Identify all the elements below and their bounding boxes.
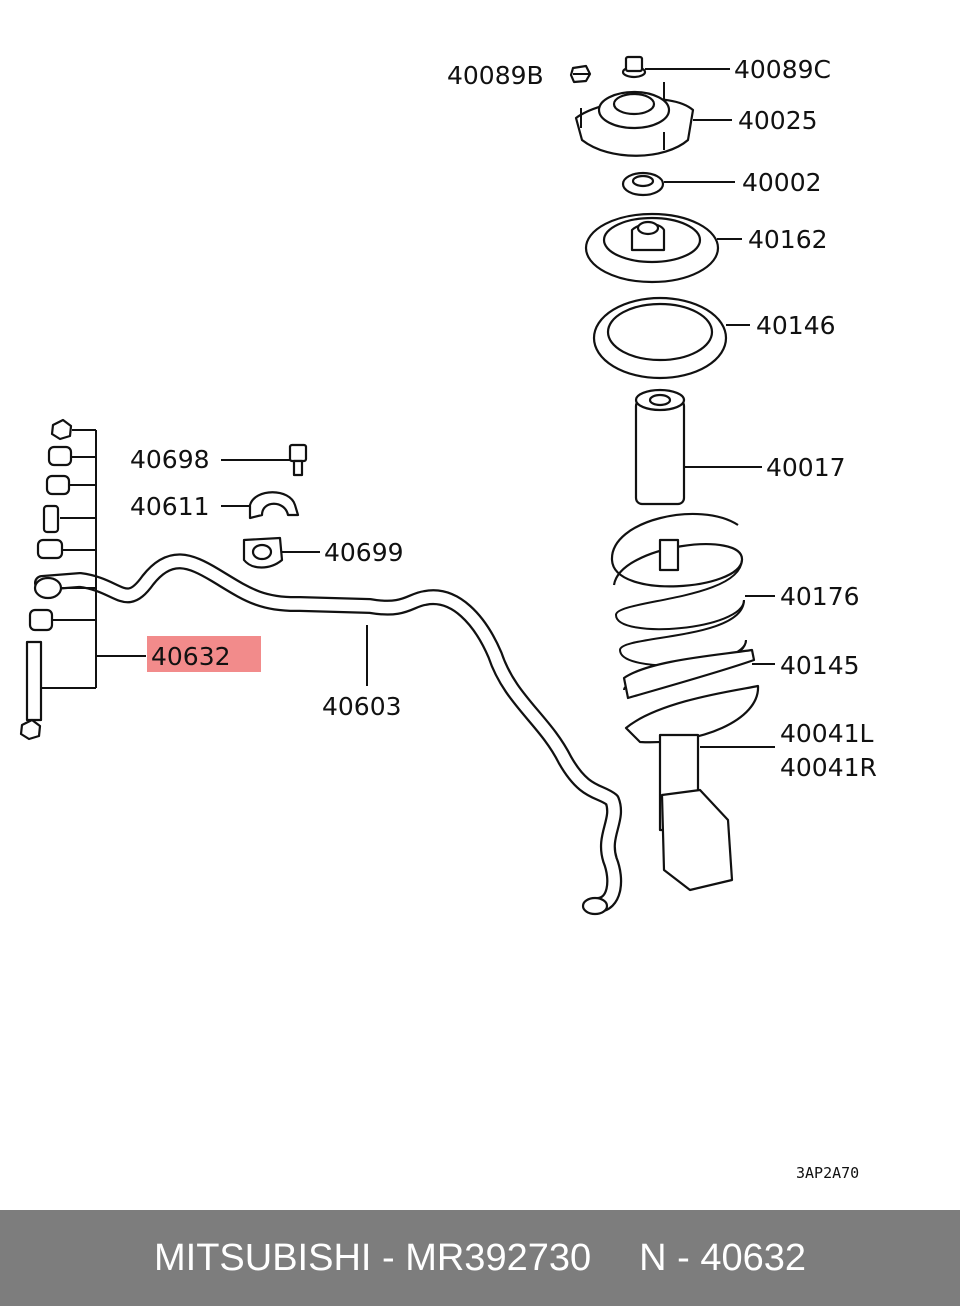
label-40162: 40162 (748, 225, 828, 254)
footer-ref: N - 40632 (639, 1236, 807, 1279)
nut-40089c-part (621, 55, 730, 79)
label-40176: 40176 (780, 582, 860, 611)
label-40002: 40002 (742, 168, 822, 197)
highlight-box-40632 (147, 636, 261, 672)
bracket-40611-part (221, 491, 300, 520)
exploded-parts-diagram: 40089B 40089C 40025 40002 40162 40146 40… (19, 55, 877, 1182)
label-40632: 40632 (151, 642, 231, 671)
label-40089b: 40089B (447, 61, 544, 90)
label-40611: 40611 (130, 492, 210, 521)
label-40145: 40145 (780, 651, 860, 680)
drawing-code: 3AP2A70 (796, 1164, 859, 1182)
strut-mount-40025-part (574, 82, 732, 157)
label-40146: 40146 (756, 311, 836, 340)
stabilizer-link-40632-kit (19, 418, 146, 741)
spring-seat-40162-part (584, 212, 742, 284)
label-40699: 40699 (324, 538, 404, 567)
label-40603: 40603 (322, 692, 402, 721)
nut-40089b-part (569, 64, 592, 84)
label-40698: 40698 (130, 445, 210, 474)
footer-brand-part: MITSUBISHI - MR392730 (153, 1236, 592, 1279)
label-40041r: 40041R (780, 753, 877, 782)
label-40089c: 40089C (734, 55, 831, 84)
stabilizer-bar-40603-part (34, 553, 623, 916)
spring-pad-40145-part (622, 648, 775, 700)
bushing-40699-part (242, 536, 320, 569)
label-40017: 40017 (766, 453, 846, 482)
bump-stopper-40017-part (634, 388, 762, 506)
spring-pad-40146-part (592, 296, 750, 380)
bearing-40002-part (621, 171, 735, 197)
label-40025: 40025 (738, 106, 818, 135)
strut-body-40041-part (624, 684, 775, 892)
bolt-40698-part (221, 443, 308, 477)
footer-bar: MITSUBISHI - MR392730 N - 40632 (0, 1210, 960, 1306)
label-40041l: 40041L (780, 719, 874, 748)
